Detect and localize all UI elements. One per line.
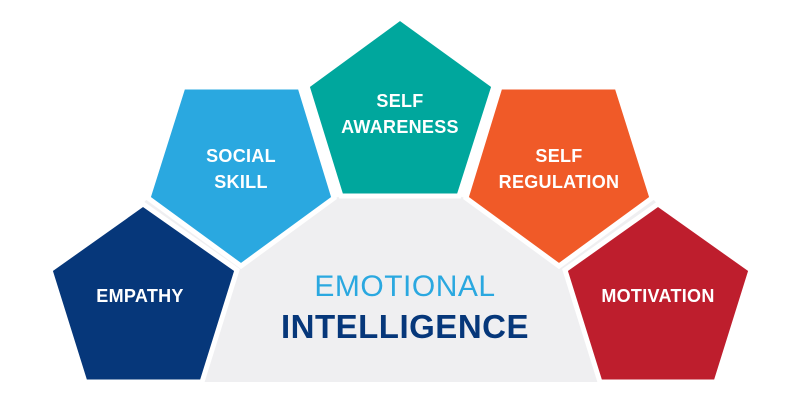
label-empathy: EMPATHY: [96, 286, 183, 306]
label-self-reg-2: REGULATION: [499, 172, 620, 192]
label-self-reg-1: SELF: [535, 146, 582, 166]
pentagon-self-awareness: SELF AWARENESS: [304, 14, 497, 199]
center-base-lower: [200, 266, 600, 382]
label-skill: SKILL: [214, 172, 268, 192]
pentagon-social-skill: SOCIAL SKILL: [145, 84, 337, 270]
label-motivation: MOTIVATION: [601, 286, 714, 306]
label-social: SOCIAL: [206, 146, 276, 166]
center-title-line1: EMOTIONAL: [314, 270, 495, 303]
label-self-aw-2: AWARENESS: [341, 117, 459, 137]
pentagon-motivation: MOTIVATION: [562, 200, 754, 385]
label-self-aw-1: SELF: [376, 91, 423, 111]
pentagon-self-regulation: SELF REGULATION: [463, 84, 655, 270]
center-title-line2: INTELLIGENCE: [281, 308, 529, 345]
pentagon-empathy: EMPATHY: [47, 200, 240, 385]
